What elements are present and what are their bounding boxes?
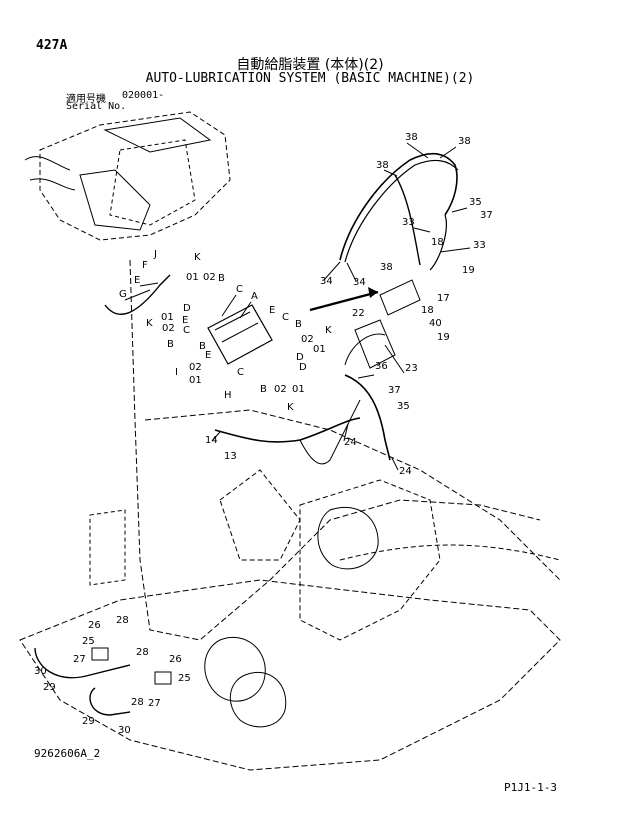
callout-k: K xyxy=(194,252,201,263)
callout-c: C xyxy=(237,367,244,378)
callout-37: 37 xyxy=(388,385,401,396)
callout-02: 02 xyxy=(203,272,216,283)
callout-02: 02 xyxy=(301,334,314,345)
callout-b: B xyxy=(260,384,267,395)
callout-02: 02 xyxy=(162,323,175,334)
callout-01: 01 xyxy=(313,344,326,355)
callout-28: 28 xyxy=(131,697,144,708)
callout-30: 30 xyxy=(118,725,131,736)
callout-02: 02 xyxy=(189,362,202,373)
callout-b: B xyxy=(199,341,206,352)
callout-22: 22 xyxy=(352,308,365,319)
serial-value: 020001- xyxy=(122,90,165,101)
callout-34: 34 xyxy=(353,277,366,288)
machine-outline xyxy=(19,111,561,771)
callout-38: 38 xyxy=(458,136,471,147)
callout-37: 37 xyxy=(480,210,493,221)
page-number: 427A xyxy=(36,38,68,53)
callout-e: E xyxy=(269,305,275,316)
callout-29: 29 xyxy=(82,716,95,727)
callout-k: K xyxy=(146,318,153,329)
callout-28: 28 xyxy=(116,615,129,626)
callout-j: J xyxy=(153,249,157,260)
callout-e: E xyxy=(205,350,211,361)
callout-27: 27 xyxy=(148,698,161,709)
callout-18: 18 xyxy=(421,305,434,316)
callout-e: E xyxy=(182,315,188,326)
callout-34: 34 xyxy=(320,276,333,287)
arrow-head xyxy=(368,287,378,298)
callout-h: H xyxy=(224,390,232,401)
callout-35: 35 xyxy=(469,197,482,208)
callout-38: 38 xyxy=(380,262,393,273)
callout-d: D xyxy=(183,303,191,314)
callout-40: 40 xyxy=(429,318,442,329)
callout-13: 13 xyxy=(224,451,237,462)
callout-k: K xyxy=(325,325,332,336)
callout-b: B xyxy=(295,319,302,330)
callout-02: 02 xyxy=(274,384,287,395)
callout-24: 24 xyxy=(399,466,412,477)
callout-b: B xyxy=(218,273,225,284)
callout-c: C xyxy=(236,284,243,295)
callout-i: I xyxy=(175,367,178,378)
callout-30: 30 xyxy=(34,666,47,677)
serial-label-japanese: 適用号機 xyxy=(66,94,106,105)
callout-23: 23 xyxy=(405,363,418,374)
callout-01: 01 xyxy=(189,375,202,386)
page-code: P1J1-1-3 xyxy=(504,781,557,794)
callout-c: C xyxy=(282,312,289,323)
callout-26: 26 xyxy=(169,654,182,665)
callout-01: 01 xyxy=(186,272,199,283)
callout-01: 01 xyxy=(161,312,174,323)
callout-a: A xyxy=(251,291,258,302)
arrow-line xyxy=(309,290,379,312)
callout-k: K xyxy=(287,402,294,413)
callout-19: 19 xyxy=(462,265,475,276)
callout-26: 26 xyxy=(88,620,101,631)
title-english: AUTO-LUBRICATION SYSTEM (BASIC MACHINE)(… xyxy=(145,71,475,86)
callout-38: 38 xyxy=(405,132,418,143)
callout-25: 25 xyxy=(82,636,95,647)
callout-d: D xyxy=(296,352,304,363)
callout-36: 36 xyxy=(375,361,388,372)
callout-29: 29 xyxy=(43,682,56,693)
callout-e: E xyxy=(134,275,140,286)
title-japanese: 自動給脂装置 (本体)(2) xyxy=(236,57,384,73)
callout-18: 18 xyxy=(431,237,444,248)
callout-28: 28 xyxy=(136,647,149,658)
callout-f: F xyxy=(142,260,148,271)
callout-g: G xyxy=(119,289,127,300)
drawing-number: 9262606A_2 xyxy=(34,747,101,760)
callout-19: 19 xyxy=(437,332,450,343)
callout-c: C xyxy=(183,325,190,336)
callout-33: 33 xyxy=(473,240,486,251)
callout-b: B xyxy=(167,339,174,350)
callout-01: 01 xyxy=(292,384,305,395)
callout-d: D xyxy=(299,362,307,373)
callout-38: 38 xyxy=(376,160,389,171)
callout-14: 14 xyxy=(205,435,218,446)
callout-25: 25 xyxy=(178,673,191,684)
callout-24: 24 xyxy=(344,437,357,448)
callout-33: 33 xyxy=(402,217,415,228)
callout-35: 35 xyxy=(397,401,410,412)
callout-17: 17 xyxy=(437,293,450,304)
callout-27: 27 xyxy=(73,654,86,665)
serial-label-english: Serial No. xyxy=(66,101,127,112)
